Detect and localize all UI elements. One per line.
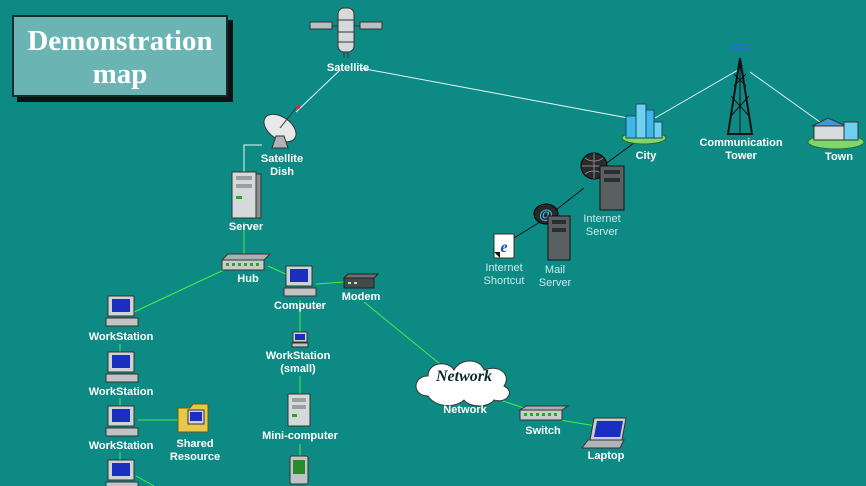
workstation-icon-3[interactable] xyxy=(105,405,139,437)
label-communication-tower-line-2: Tower xyxy=(725,150,757,162)
workstation-icon-4[interactable] xyxy=(105,459,139,486)
label-mail-server-line-2: Server xyxy=(538,277,572,289)
label-workstation-small: WorkStation (small) xyxy=(266,350,331,376)
city-icon[interactable] xyxy=(621,103,667,145)
label-switch: Switch xyxy=(525,425,561,437)
workstation-small-icon[interactable] xyxy=(291,331,309,348)
label-network: Network xyxy=(443,404,487,416)
label-satellite: Satellite xyxy=(326,62,370,74)
hub-icon[interactable] xyxy=(220,253,272,271)
label-hub: Hub xyxy=(237,273,259,285)
town-icon[interactable] xyxy=(807,117,865,150)
label-workstation-2: WorkStation xyxy=(88,386,154,398)
title-line-2: map xyxy=(92,58,148,90)
label-internet-server-line-1: Internet xyxy=(583,213,621,225)
label-internet-shortcut-line-1: Internet xyxy=(485,262,523,274)
label-shared-resource: Shared Resource xyxy=(170,438,220,464)
label-workstation-small-line-2: (small) xyxy=(280,363,316,375)
satellite-dish-icon[interactable] xyxy=(259,105,301,149)
label-city: City xyxy=(635,150,657,162)
mail-server-icon[interactable]: @ xyxy=(533,203,571,261)
label-satellite-dish-line-2: Dish xyxy=(270,166,294,178)
workstation-icon-2[interactable] xyxy=(105,351,139,383)
label-workstation-small-line-1: WorkStation xyxy=(265,350,331,362)
communication-tower-icon[interactable] xyxy=(726,43,754,135)
link-mail-shortcut xyxy=(513,221,541,239)
label-mail-server-line-1: Mail xyxy=(544,264,566,276)
laptop-icon[interactable] xyxy=(581,417,627,449)
label-computer: Computer xyxy=(274,300,326,312)
label-mini-computer: Mini-computer xyxy=(262,430,338,442)
label-internet-shortcut-line-2: Shortcut xyxy=(483,275,525,287)
label-shared-resource-line-2: Resource xyxy=(169,451,221,463)
link-ws4-out xyxy=(135,475,155,486)
link-satellite-dish xyxy=(295,69,341,113)
link-city-tower xyxy=(654,69,739,119)
label-communication-tower-line-1: Communication xyxy=(699,137,783,149)
label-mail-server: Mail Server xyxy=(539,264,571,290)
computer-icon[interactable] xyxy=(283,265,317,297)
pda-icon[interactable] xyxy=(289,455,309,485)
satellite-icon[interactable] xyxy=(309,7,383,58)
label-internet-server: Internet Server xyxy=(583,213,620,239)
label-satellite-dish: Satellite Dish xyxy=(261,153,303,179)
svg-text:e: e xyxy=(500,239,507,256)
shared-resource-icon[interactable] xyxy=(177,403,209,433)
label-shared-resource-line-1: Shared xyxy=(176,438,214,450)
title-line-1: Demonstration xyxy=(27,25,213,57)
link-internetserver-mail xyxy=(555,187,585,211)
label-laptop: Laptop xyxy=(587,450,625,462)
internet-server-icon[interactable] xyxy=(580,152,625,211)
link-satellite-city xyxy=(359,67,629,119)
mini-computer-icon[interactable] xyxy=(287,393,311,427)
link-switch-laptop xyxy=(559,419,597,427)
link-dish-server xyxy=(243,144,262,172)
label-communication-tower: Communication Tower xyxy=(699,137,782,163)
connections xyxy=(119,67,821,486)
label-internet-server-line-2: Server xyxy=(585,226,619,238)
switch-icon[interactable] xyxy=(518,405,570,421)
modem-icon[interactable] xyxy=(342,273,380,289)
label-internet-shortcut: Internet Shortcut xyxy=(484,262,525,288)
workstation-icon-1[interactable] xyxy=(105,295,139,327)
label-town: Town xyxy=(825,151,853,163)
label-modem: Modem xyxy=(341,291,381,303)
link-modem-network xyxy=(363,301,441,365)
diagram-title: Demonstration map xyxy=(12,15,228,97)
label-satellite-dish-line-1: Satellite xyxy=(260,153,304,165)
internet-shortcut-icon[interactable]: e xyxy=(493,233,515,259)
label-workstation-1: WorkStation xyxy=(88,331,154,343)
server-icon[interactable] xyxy=(231,171,262,219)
network-cloud-icon[interactable] xyxy=(415,360,510,407)
label-server: Server xyxy=(228,221,264,233)
link-computer-modem xyxy=(315,281,345,285)
link-hub-ws1 xyxy=(133,267,229,313)
link-tower-town xyxy=(749,71,821,123)
network-cloud-text: Network xyxy=(436,368,492,385)
label-workstation-3: WorkStation xyxy=(88,440,154,452)
